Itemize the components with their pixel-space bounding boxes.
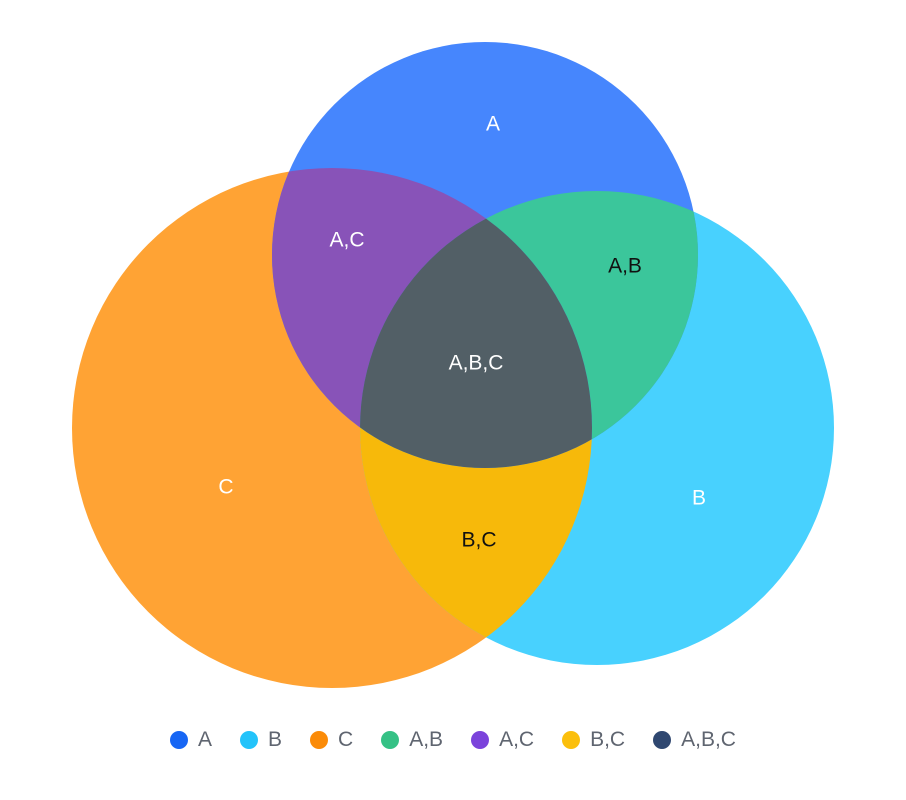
legend-item-ab[interactable]: A,B (381, 728, 443, 752)
legend-label-bc: B,C (590, 728, 626, 751)
legend-item-bc[interactable]: B,C (562, 728, 625, 752)
legend: A B C A,B A,C B,C A,B,C (0, 724, 906, 756)
legend-dot-abc (653, 731, 672, 749)
legend-dot-b (240, 731, 259, 749)
set-a-label: A (486, 113, 500, 136)
legend-label-ac: A,C (499, 728, 535, 751)
legend-dot-c (310, 731, 329, 749)
legend-item-c[interactable]: C (310, 728, 353, 752)
legend-label-b: B (268, 728, 283, 751)
legend-label-abc: A,B,C (681, 728, 736, 751)
set-b-label: B (692, 487, 706, 510)
legend-item-a[interactable]: A (170, 728, 212, 752)
legend-item-abc[interactable]: A,B,C (653, 728, 736, 752)
legend-dot-ab (381, 731, 400, 749)
intersection-bc-label: B,C (461, 529, 496, 552)
legend-dot-a (170, 731, 189, 749)
legend-label-ab: A,B (409, 728, 444, 751)
venn-chart: A B C A,B A,C B,C A,B,C (72, 42, 834, 688)
intersection-ac-label: A,C (329, 229, 364, 252)
set-c-label: C (218, 476, 233, 499)
intersection-abc-label: A,B,C (449, 352, 504, 375)
intersection-ab-label: A,B (608, 255, 642, 278)
legend-dot-ac (471, 731, 490, 749)
legend-item-ac[interactable]: A,C (471, 728, 534, 752)
legend-label-c: C (338, 728, 354, 751)
legend-item-b[interactable]: B (240, 728, 282, 752)
legend-dot-bc (562, 731, 581, 749)
legend-label-a: A (198, 728, 213, 751)
